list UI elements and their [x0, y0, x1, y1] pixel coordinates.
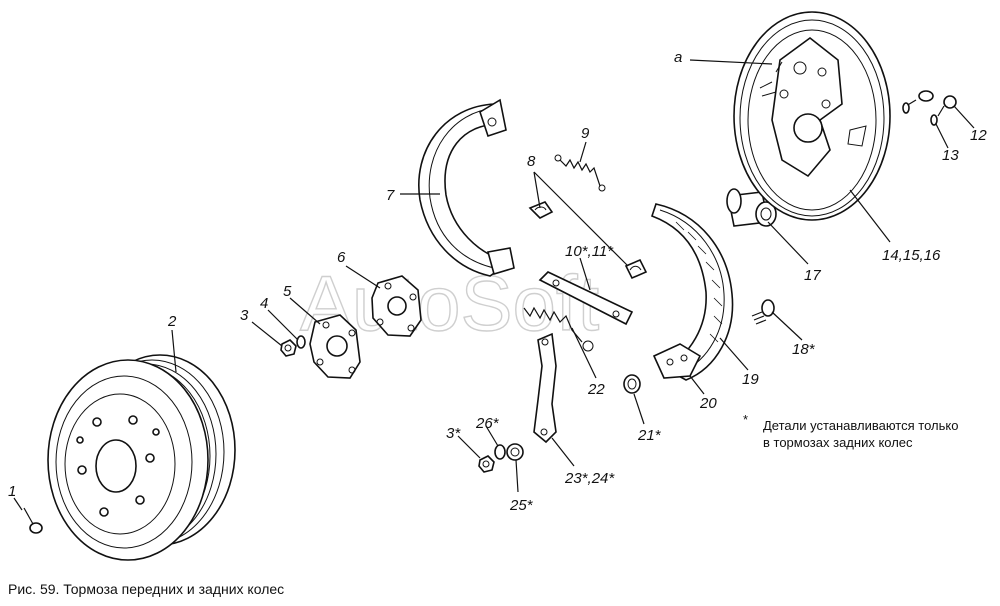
callout-22: 22 [587, 381, 605, 398]
callout-3: 3 [240, 307, 249, 324]
leader-lines [13, 59, 975, 511]
callout-25: 25* [509, 497, 534, 514]
return-spring-upper [554, 154, 606, 192]
brake-shoe-left [418, 98, 515, 277]
pivot-bushing [506, 443, 524, 461]
callout-a: а [674, 49, 682, 66]
callout-20: 20 [699, 395, 717, 412]
callout-23-24: 23*,24* [564, 470, 615, 487]
callout-12: 12 [970, 127, 987, 144]
callout-10-11: 10*,11* [565, 243, 614, 260]
wheel-cylinder [726, 188, 777, 227]
callout-13: 13 [942, 147, 959, 164]
callout-4: 4 [260, 295, 268, 312]
callout-18: 18* [792, 341, 816, 358]
return-spring-lower [523, 306, 594, 352]
parking-strut [538, 271, 634, 326]
callout-6: 6 [337, 249, 346, 266]
nut-rear [478, 455, 495, 473]
brake-shoe-right [650, 203, 734, 381]
callout-14-16: 14,15,16 [882, 247, 941, 264]
callout-19: 19 [742, 371, 759, 388]
backing-bolt [751, 299, 775, 325]
ring-washer [623, 374, 641, 394]
backing-plate [733, 11, 891, 221]
note-line-2: в тормозах задних колес [763, 435, 913, 450]
washer [296, 335, 306, 349]
callout-2: 2 [167, 313, 177, 330]
brake-drum [47, 354, 236, 561]
callout-26: 26* [475, 415, 500, 432]
callout-5: 5 [283, 283, 292, 300]
flange-plate [309, 314, 361, 379]
parking-lever [533, 332, 557, 444]
callout-17: 17 [804, 267, 821, 284]
callout-7: 7 [386, 187, 395, 204]
bleeder-screws [902, 90, 957, 126]
callout-21: 21* [637, 427, 662, 444]
adapter-plate [371, 275, 422, 337]
nut-front [280, 339, 297, 357]
drum-screw [23, 507, 43, 534]
callout-1: 1 [8, 483, 16, 500]
callout-9: 9 [581, 125, 590, 142]
spring-washer [494, 444, 506, 460]
callout-8: 8 [527, 153, 536, 170]
note-line-1: Детали устанавливаются только [763, 418, 958, 433]
callout-3-star: 3* [446, 425, 461, 442]
note-star: * [743, 412, 748, 427]
figure-caption: Рис. 59. Тормоза передних и задних колес [8, 581, 284, 597]
retaining-clips [528, 201, 648, 280]
